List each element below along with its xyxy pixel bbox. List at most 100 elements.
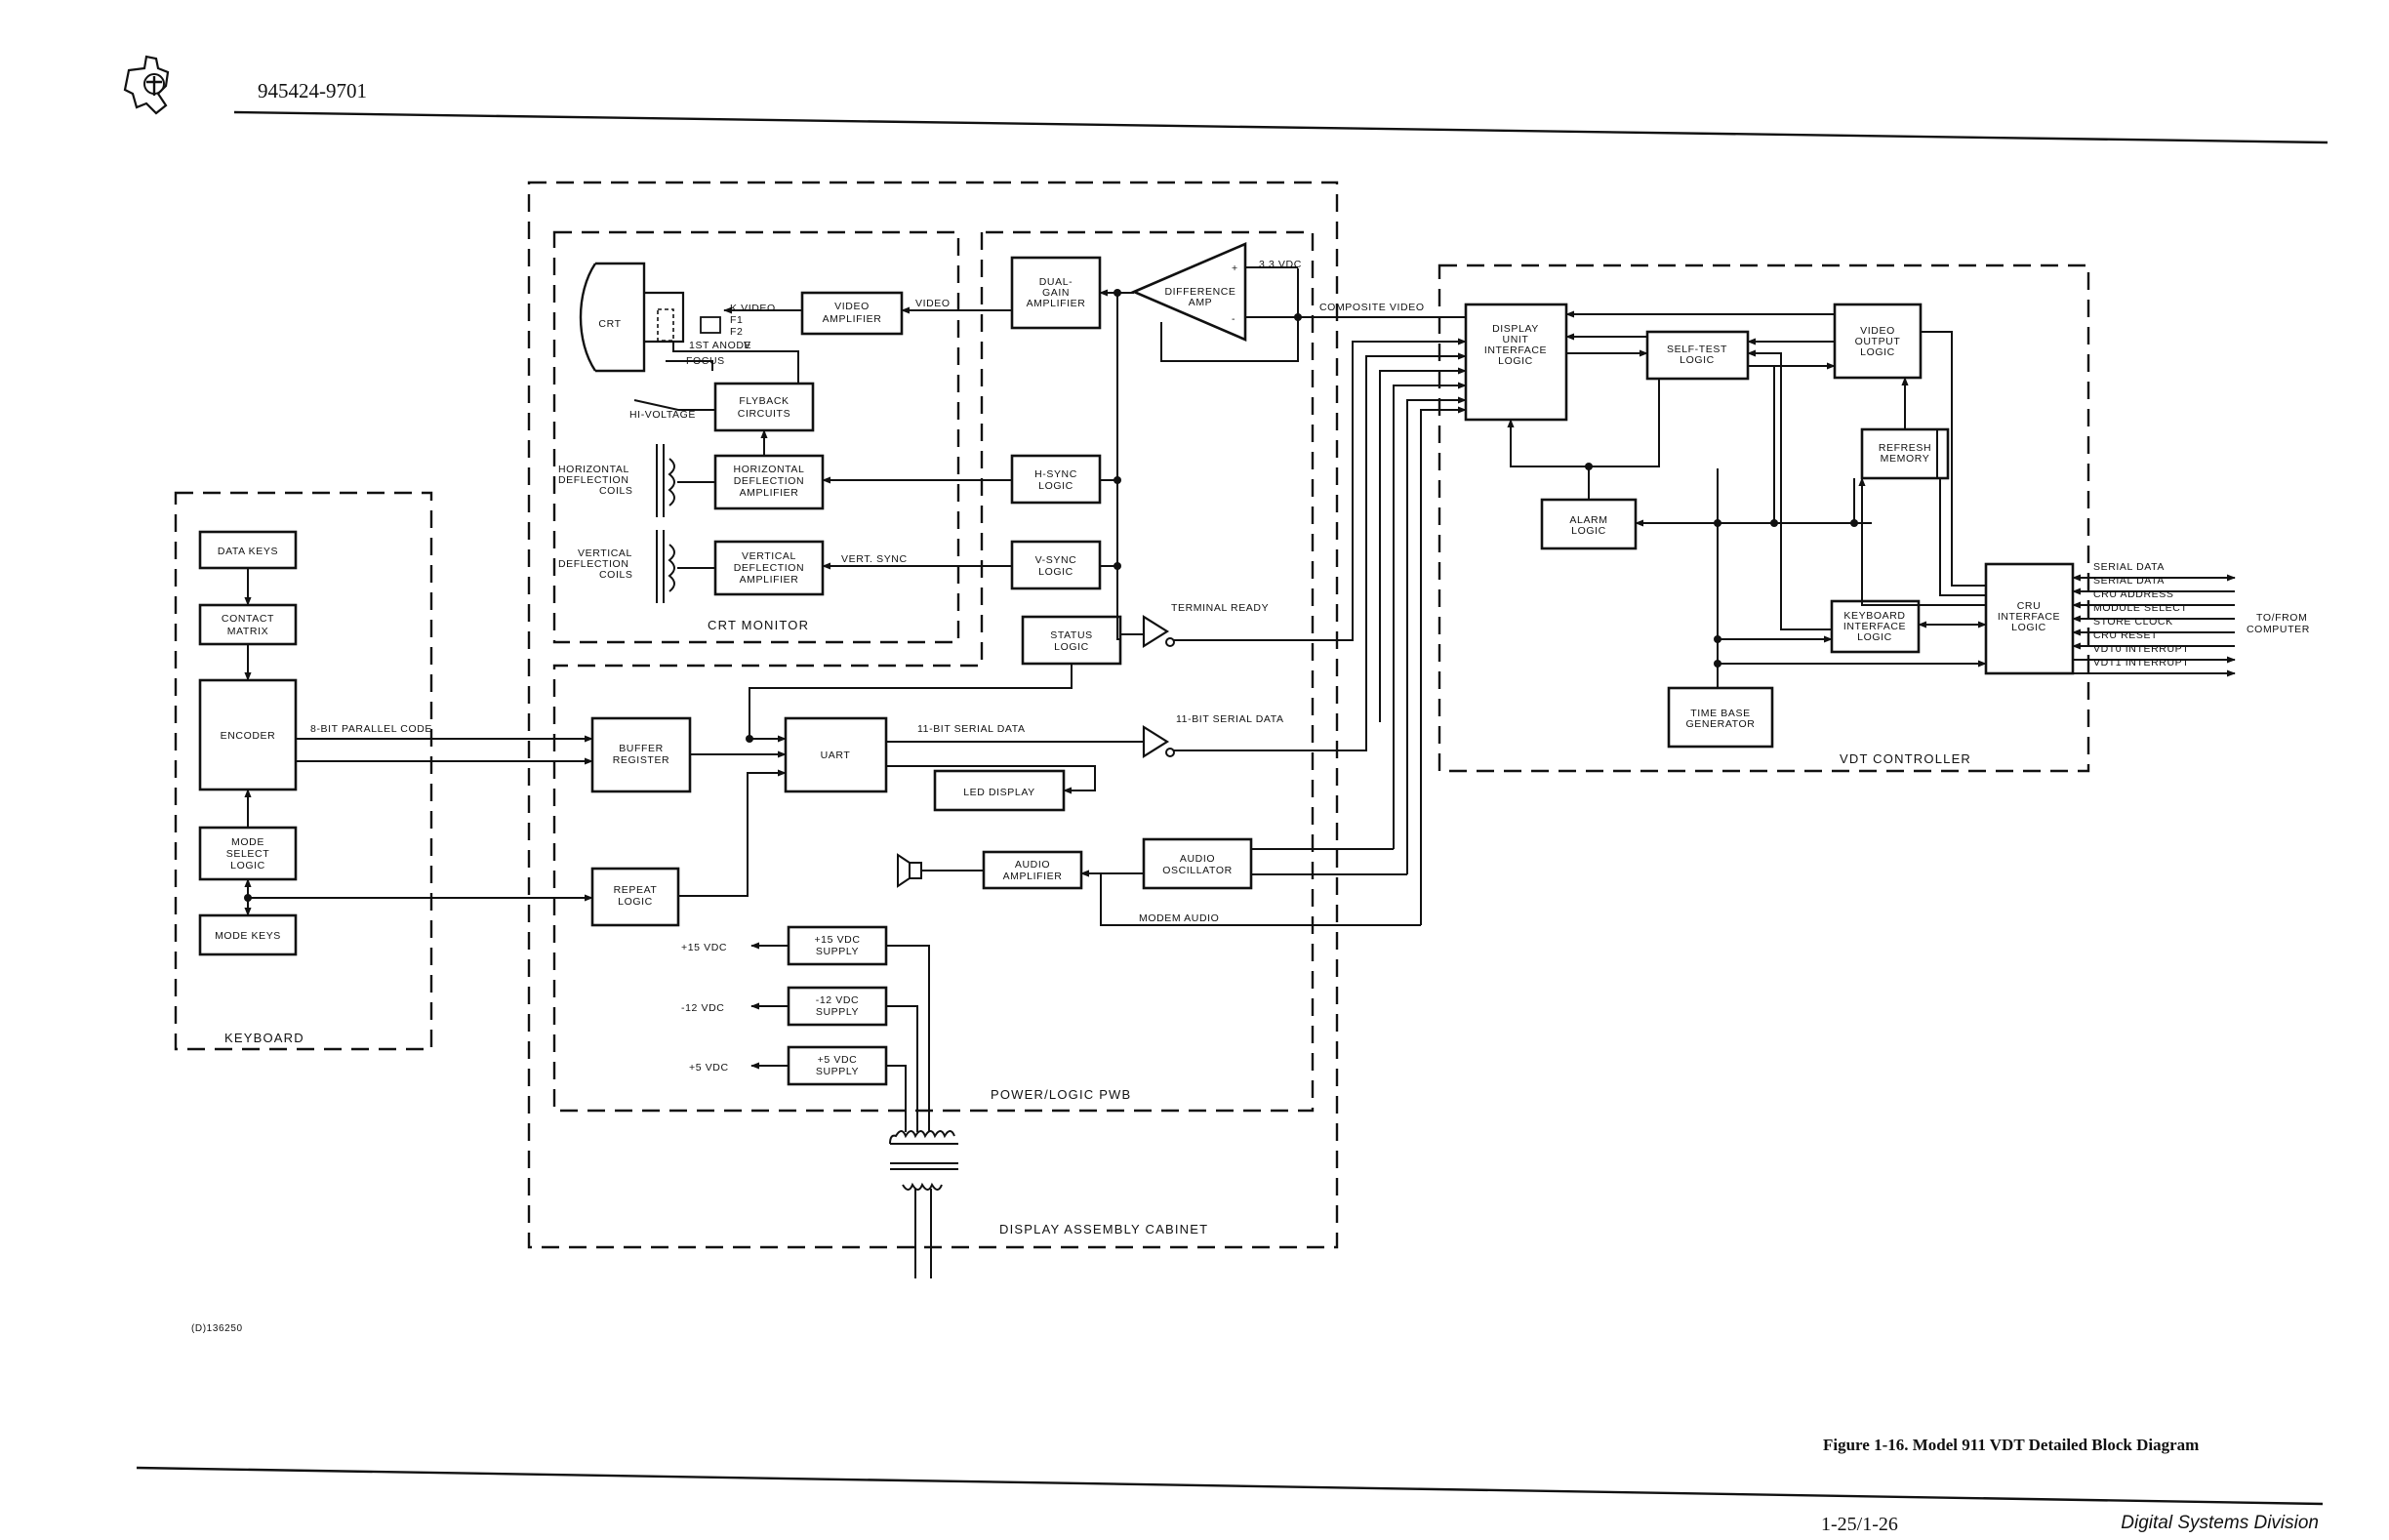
keyboard-interface-logic-block: KEYBOARD INTERFACE LOGIC xyxy=(1830,599,1921,654)
svg-text:GENERATOR: GENERATOR xyxy=(1686,718,1756,730)
led-display-block: LED DISPLAY xyxy=(933,769,1066,812)
buffer-register-block: BUFFER REGISTER xyxy=(590,716,692,793)
svg-text:LOGIC: LOGIC xyxy=(618,896,653,908)
svg-text:SUPPLY: SUPPLY xyxy=(816,1066,859,1077)
svg-text:DUAL-: DUAL- xyxy=(1039,276,1073,288)
svg-text:LOGIC: LOGIC xyxy=(2011,622,2046,633)
time-base-generator-block: TIME BASE GENERATOR xyxy=(1667,686,1774,749)
keyboard-region xyxy=(174,491,433,1051)
refresh-memory-block: REFRESH MEMORY xyxy=(1860,427,1950,480)
to-from-label: TO/FROM xyxy=(2256,612,2307,624)
svg-text:+15 VDC: +15 VDC xyxy=(814,934,860,946)
svg-text:UNIT: UNIT xyxy=(1503,334,1529,345)
data-keys-block: DATA KEYS xyxy=(198,530,298,570)
first-anode-signal: 1ST ANODE xyxy=(689,340,751,351)
svg-text:INTERFACE: INTERFACE xyxy=(1843,621,1906,632)
svg-text:LOGIC: LOGIC xyxy=(1054,641,1089,653)
display-assembly-cabinet-region xyxy=(527,181,1339,1249)
svg-text:AUDIO: AUDIO xyxy=(1180,853,1215,865)
svg-text:TIME BASE: TIME BASE xyxy=(1690,708,1750,719)
svg-text:-12 VDC: -12 VDC xyxy=(816,994,859,1006)
video-amplifier-block: VIDEO AMPLIFIER xyxy=(800,291,904,336)
svg-text:REGISTER: REGISTER xyxy=(613,754,669,766)
svg-text:REFRESH: REFRESH xyxy=(1879,442,1931,454)
svg-text:VDT0 INTERRUPT: VDT0 INTERRUPT xyxy=(2093,643,2189,655)
svg-text:CRU: CRU xyxy=(2017,600,2042,612)
m12-label: -12 VDC xyxy=(681,1002,724,1014)
svg-text:SELF-TEST: SELF-TEST xyxy=(1667,344,1727,355)
svg-text:GAIN: GAIN xyxy=(1042,287,1070,299)
svg-text:MODE KEYS: MODE KEYS xyxy=(215,930,281,942)
svg-text:SUPPLY: SUPPLY xyxy=(816,946,859,957)
modem-audio-signal: MODEM AUDIO xyxy=(1139,912,1219,924)
svg-text:LOGIC: LOGIC xyxy=(1038,566,1073,578)
svg-text:OSCILLATOR: OSCILLATOR xyxy=(1162,865,1233,876)
video-output-logic-block: VIDEO OUTPUT LOGIC xyxy=(1833,303,1923,380)
h-sync-logic-block: H-SYNC LOGIC xyxy=(1010,454,1102,505)
crt-tube: CRT xyxy=(579,262,721,373)
svg-text:STATUS: STATUS xyxy=(1050,629,1092,641)
svg-text:SUPPLY: SUPPLY xyxy=(816,1006,859,1018)
crt-label: CRT xyxy=(598,318,621,330)
supply-15-block: +15 VDC SUPPLY xyxy=(787,925,888,966)
vdt-controller-region-label: VDT CONTROLLER xyxy=(1840,751,1971,766)
svg-text:VIDEO: VIDEO xyxy=(834,301,870,312)
vdt-controller-region xyxy=(1437,263,2090,773)
power-logic-pwb-region xyxy=(552,230,1315,1113)
svg-text:H-SYNC: H-SYNC xyxy=(1034,468,1077,480)
svg-text:ENCODER: ENCODER xyxy=(221,730,276,742)
vert-sync-signal: VERT. SYNC xyxy=(841,553,908,565)
division-name: Digital Systems Division xyxy=(2121,1513,2319,1533)
signal-wires xyxy=(244,266,2236,1132)
svg-text:DEFLECTION: DEFLECTION xyxy=(734,562,805,574)
footer-rule xyxy=(136,1466,2324,1506)
svg-text:VIDEO: VIDEO xyxy=(1860,325,1895,337)
mode-keys-block: MODE KEYS xyxy=(198,913,298,956)
svg-text:CRU RESET: CRU RESET xyxy=(2093,629,2158,641)
crt-monitor-region-label: CRT MONITOR xyxy=(708,618,809,632)
supply-5-block: +5 VDC SUPPLY xyxy=(787,1045,888,1086)
vertical-deflection-amplifier-block: VERTICAL DEFLECTION AMPLIFIER xyxy=(713,540,825,596)
speaker-icon xyxy=(897,853,922,888)
alarm-logic-block: ALARM LOGIC xyxy=(1540,498,1638,550)
terminal-ready-signal: TERMINAL READY xyxy=(1171,602,1269,614)
svg-text:+5 VDC: +5 VDC xyxy=(818,1054,858,1066)
encoder-block: ENCODER xyxy=(198,678,298,791)
horizontal-deflection-amplifier-block: HORIZONTAL DEFLECTION AMPLIFIER xyxy=(713,454,825,510)
p15-label: +15 VDC xyxy=(681,942,727,953)
power-logic-pwb-region-label: POWER/LOGIC PWB xyxy=(991,1087,1131,1102)
svg-text:LOGIC: LOGIC xyxy=(1860,346,1895,358)
crt-monitor-region xyxy=(552,230,960,644)
contact-matrix-block: CONTACT MATRIX xyxy=(198,603,298,646)
svg-text:LOGIC: LOGIC xyxy=(1498,355,1533,367)
svg-text:AMPLIFIER: AMPLIFIER xyxy=(740,487,799,499)
svg-text:SERIAL DATA: SERIAL DATA xyxy=(2093,575,2165,587)
svg-text:LOGIC: LOGIC xyxy=(1038,480,1073,492)
serial-data-driver xyxy=(1142,725,1175,758)
cru-interface-logic-block: CRU INTERFACE LOGIC xyxy=(1984,562,2075,675)
svg-text:AMPLIFIER: AMPLIFIER xyxy=(1003,871,1063,882)
svg-text:AUDIO: AUDIO xyxy=(1015,859,1050,871)
svg-text:CRU ADDRESS: CRU ADDRESS xyxy=(2093,588,2173,600)
mode-select-logic-block: MODE SELECT LOGIC xyxy=(198,826,298,881)
v33-signal: 3.3 VDC xyxy=(1259,259,1302,270)
svg-text:FLYBACK: FLYBACK xyxy=(739,395,789,407)
svg-text:COMPUTER: COMPUTER xyxy=(2247,624,2310,635)
svg-text:DEFLECTION: DEFLECTION xyxy=(734,475,805,487)
svg-text:INTERFACE: INTERFACE xyxy=(1484,344,1547,356)
svg-text:COILS: COILS xyxy=(599,569,633,581)
k-video-signal: K VIDEO xyxy=(730,303,776,314)
svg-text:F2: F2 xyxy=(730,326,743,338)
uart-block: UART xyxy=(784,716,888,793)
svg-text:MODULE SELECT: MODULE SELECT xyxy=(2093,602,2188,614)
dual-gain-amplifier-block: DUAL- GAIN AMPLIFIER xyxy=(1010,256,1102,330)
svg-text:-: - xyxy=(1232,313,1235,325)
svg-text:DIFFERENCE: DIFFERENCE xyxy=(1164,286,1235,298)
horizontal-deflection-coils: HORIZONTAL DEFLECTION COILS xyxy=(558,444,675,517)
svg-text:ALARM: ALARM xyxy=(1569,514,1607,526)
svg-text:CIRCUITS: CIRCUITS xyxy=(738,408,790,420)
texas-instruments-logo xyxy=(123,55,170,115)
power-transformer xyxy=(889,1130,958,1278)
